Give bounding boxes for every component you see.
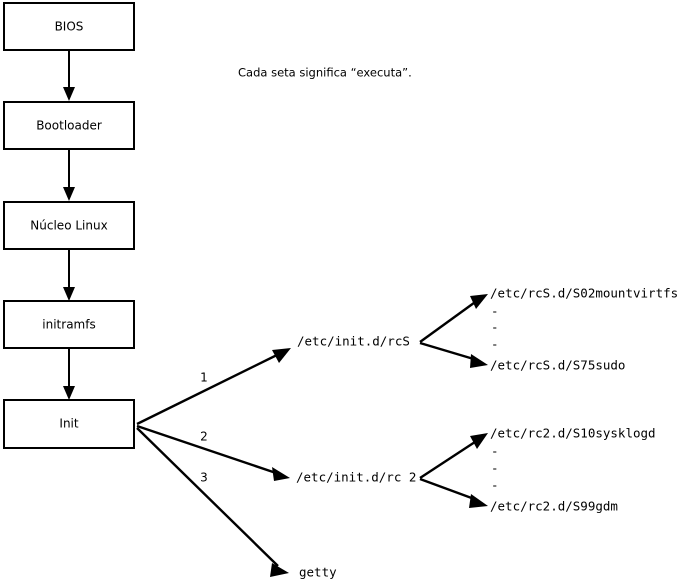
arrow-head-icon — [63, 287, 75, 301]
arrow-bootloader-to-kernel — [63, 149, 75, 201]
node-init[interactable]: Init — [3, 399, 135, 449]
rc2-last-script-label[interactable]: /etc/rc2.d/S99gdm — [490, 499, 618, 514]
legend-note: Cada seta significa “executa”. — [238, 66, 412, 80]
branch-3-arrow — [136, 427, 289, 577]
rcs-ellipsis-dash: - — [491, 320, 499, 335]
node-bios-label: BIOS — [55, 20, 84, 34]
node-initramfs-box — [3, 300, 135, 349]
node-initramfs[interactable]: initramfs — [3, 300, 135, 349]
rc2-first-script-label[interactable]: /etc/rc2.d/S10sysklogd — [490, 426, 656, 441]
rcs-first-script-label[interactable]: /etc/rcS.d/S02mountvirtfs — [490, 286, 678, 301]
rcs-ellipsis-dash: - — [491, 304, 499, 319]
rcs-ellipsis-dash: - — [491, 337, 499, 352]
arrow-head-icon — [272, 348, 291, 363]
node-kernel-label: Núcleo Linux — [30, 219, 107, 233]
arrow-head-icon — [270, 563, 289, 577]
arrow-head-icon — [272, 467, 290, 481]
node-bootloader-label: Bootloader — [36, 119, 102, 133]
arrow-head-icon — [469, 494, 488, 508]
node-initramfs-label: initramfs — [42, 318, 95, 332]
arrow-head-icon — [63, 87, 75, 101]
arrow-initramfs-to-init — [63, 348, 75, 400]
rcs-fan-arrows — [419, 294, 488, 368]
node-init-box — [3, 399, 135, 449]
arrow-head-icon — [470, 294, 488, 309]
arrow-kernel-to-initramfs — [63, 249, 75, 301]
branch-2-number: 2 — [200, 430, 208, 444]
node-bios-box — [3, 2, 135, 51]
node-bootloader[interactable]: Bootloader — [3, 101, 135, 150]
rcs-last-script-label[interactable]: /etc/rcS.d/S75sudo — [490, 358, 625, 373]
node-init-label: Init — [59, 417, 78, 431]
node-bios[interactable]: BIOS — [3, 2, 135, 51]
arrow-bios-to-bootloader — [63, 50, 75, 101]
branch-1-label[interactable]: /etc/init.d/rcS — [297, 334, 410, 349]
node-bootloader-box — [3, 101, 135, 150]
arrow-head-icon — [63, 386, 75, 400]
arrow-head-icon — [470, 433, 488, 449]
rc2-ellipsis-dash: - — [491, 444, 499, 459]
branch-1-number: 1 — [200, 371, 208, 385]
arrow-head-icon — [470, 354, 488, 368]
branch-3-number: 3 — [200, 471, 208, 485]
branch-2-arrow — [136, 424, 290, 481]
rc2-ellipsis-dash: - — [491, 461, 499, 476]
branch-2-label[interactable]: /etc/init.d/rc 2 — [296, 470, 416, 485]
branch-1-arrow — [136, 348, 291, 426]
rc2-ellipsis-dash: - — [491, 478, 499, 493]
node-kernel[interactable]: Núcleo Linux — [3, 201, 135, 250]
rc2-fan-arrows — [419, 433, 488, 508]
arrow-head-icon — [63, 187, 75, 201]
branch-3-label[interactable]: getty — [299, 565, 337, 580]
